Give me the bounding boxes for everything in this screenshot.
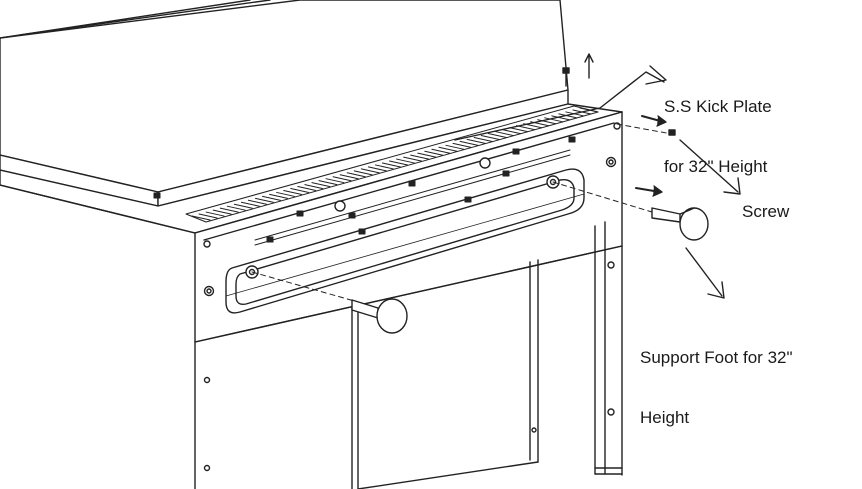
grille-slot bbox=[367, 166, 387, 172]
leader-support-foot bbox=[685, 247, 725, 299]
top-screw bbox=[562, 53, 594, 87]
grille-slot bbox=[226, 205, 246, 211]
mounting-rail bbox=[254, 149, 571, 246]
grille-slot bbox=[389, 160, 409, 166]
screw-icon bbox=[502, 170, 510, 177]
support-foot-icon bbox=[251, 271, 408, 334]
grille-slot bbox=[480, 134, 500, 140]
kick-plate-label: S.S Kick Plate for 32" Height bbox=[664, 57, 772, 197]
screw-icon bbox=[568, 136, 576, 143]
right-screws bbox=[616, 115, 676, 197]
grille-slot bbox=[247, 199, 267, 205]
leader-kick-plate bbox=[454, 65, 667, 141]
screw-icon bbox=[408, 180, 416, 187]
support-foot-label-line2: Height bbox=[640, 408, 690, 427]
screw-icon bbox=[464, 196, 472, 203]
screw-icon bbox=[153, 192, 161, 199]
support-foot-label-line1: Support Foot for 32" bbox=[640, 348, 793, 367]
grille-slot bbox=[487, 133, 507, 139]
grille-slot bbox=[346, 172, 366, 178]
screw-icon bbox=[153, 136, 576, 243]
leader-screw bbox=[679, 139, 741, 195]
grille-slot bbox=[318, 180, 338, 186]
grille-slot bbox=[360, 168, 380, 174]
grille-slot bbox=[198, 213, 218, 219]
grille-slot bbox=[262, 195, 282, 201]
grille-slot bbox=[544, 117, 564, 123]
grille-slot bbox=[396, 158, 416, 164]
grille-slot bbox=[353, 170, 373, 176]
grille-slot bbox=[501, 129, 521, 135]
grille-slot bbox=[374, 164, 394, 170]
grille-slot bbox=[311, 182, 331, 188]
grille-slot bbox=[269, 193, 289, 199]
screw-icon bbox=[358, 228, 366, 235]
grille-slot bbox=[403, 156, 423, 162]
grille-slot bbox=[205, 211, 225, 217]
grille-slot bbox=[417, 152, 437, 158]
screw-icon bbox=[512, 148, 520, 155]
grille-slot bbox=[283, 189, 303, 195]
grille-slot bbox=[445, 144, 465, 150]
grille-slot bbox=[276, 191, 296, 197]
grille-slot bbox=[191, 215, 211, 221]
grille-slot bbox=[410, 154, 430, 160]
support-foot-label: Support Foot for 32" Height bbox=[640, 308, 793, 448]
grille-slot bbox=[494, 131, 514, 137]
screw-icon bbox=[266, 236, 274, 243]
grille-slot bbox=[304, 184, 324, 190]
grille-slot bbox=[431, 148, 451, 154]
grille-slot bbox=[297, 186, 317, 192]
grille-slot bbox=[332, 176, 352, 182]
grille-slot bbox=[212, 209, 232, 215]
screw-icon bbox=[348, 212, 356, 219]
arrow-up-icon bbox=[584, 53, 594, 79]
grille-slot bbox=[339, 174, 359, 180]
support-foot-icon bbox=[552, 181, 709, 241]
grille-slot bbox=[508, 127, 528, 133]
grille-slot bbox=[254, 197, 274, 203]
grille-slot bbox=[424, 150, 444, 156]
grille-slot bbox=[325, 178, 345, 184]
kick-plate-label-line2: for 32" Height bbox=[664, 157, 768, 176]
worktop bbox=[0, 0, 569, 207]
grille-slot bbox=[240, 201, 260, 207]
grille-slot bbox=[473, 136, 493, 142]
kick-plate-label-line1: S.S Kick Plate bbox=[664, 97, 772, 116]
grille-slot bbox=[219, 207, 239, 213]
grille-slot bbox=[466, 138, 486, 144]
screw-label: Screw bbox=[742, 202, 790, 221]
grille-slot bbox=[381, 162, 401, 168]
grille-slot bbox=[551, 115, 571, 121]
vent-grille bbox=[185, 105, 599, 223]
screw-icon bbox=[296, 210, 304, 217]
grille-slot bbox=[452, 142, 472, 148]
grille-slot bbox=[459, 140, 479, 146]
grille-slot bbox=[558, 113, 578, 119]
grille-slot bbox=[233, 203, 253, 209]
cabinet-body bbox=[194, 221, 623, 489]
grille-slot bbox=[290, 188, 310, 194]
grille-slot bbox=[438, 146, 458, 152]
